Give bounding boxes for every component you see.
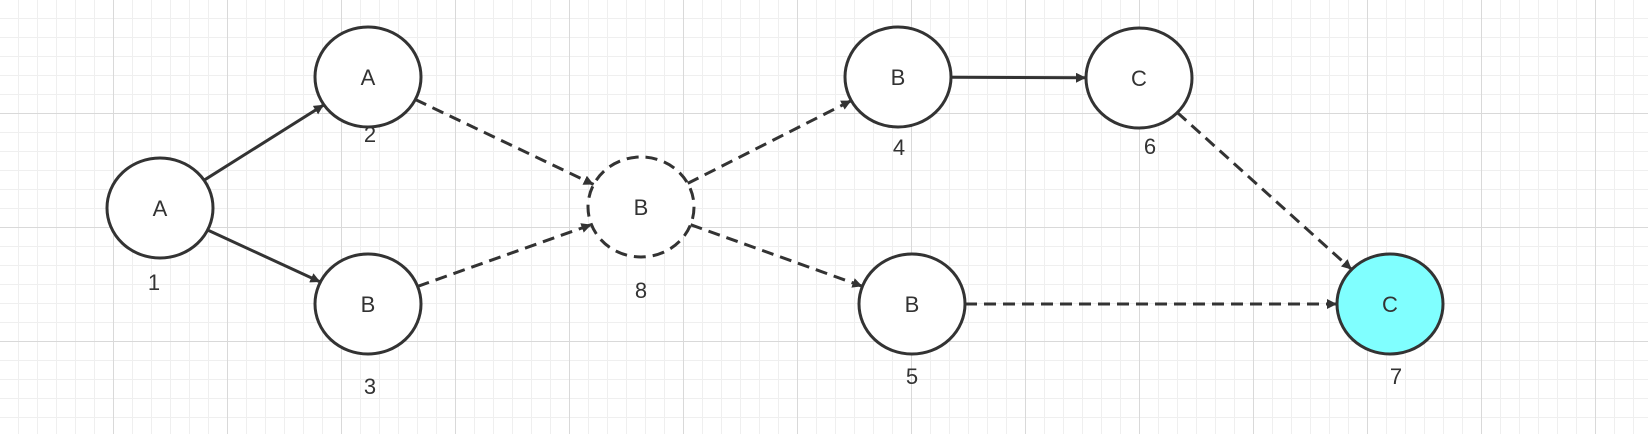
node-2-label: A xyxy=(361,65,376,90)
node-3-label: B xyxy=(361,292,376,317)
node-1: A1 xyxy=(105,156,215,295)
node-7-label: C xyxy=(1382,292,1398,317)
node-3-circle xyxy=(313,252,423,356)
node-8-number: 8 xyxy=(635,278,647,303)
node-7: C7 xyxy=(1335,252,1445,389)
node-1-number: 1 xyxy=(148,270,160,295)
node-2-circle xyxy=(313,25,423,129)
node-5: B5 xyxy=(857,252,967,389)
node-3-number: 3 xyxy=(364,374,376,399)
node-8-circle xyxy=(586,155,696,259)
node-8: B8 xyxy=(586,155,696,303)
node-2: A2 xyxy=(313,25,423,147)
node-6: C6 xyxy=(1084,26,1194,159)
node-2-number: 2 xyxy=(364,122,376,147)
node-7-number: 7 xyxy=(1390,364,1402,389)
edge-4-to-6 xyxy=(950,72,1087,83)
node-5-circle xyxy=(857,252,967,356)
node-6-label: C xyxy=(1131,66,1147,91)
edge-1-to-3 xyxy=(206,228,322,284)
edge-2-to-8 xyxy=(414,98,595,186)
edge-8-to-4 xyxy=(687,99,852,185)
node-6-circle xyxy=(1084,26,1194,130)
node-1-circle xyxy=(105,156,215,260)
node-7-circle xyxy=(1335,252,1445,356)
node-4-number: 4 xyxy=(893,135,905,160)
edge-3-to-8 xyxy=(417,223,592,288)
node-4-label: B xyxy=(891,65,906,90)
node-5-label: B xyxy=(905,292,920,317)
node-3: B3 xyxy=(313,252,423,399)
node-5-number: 5 xyxy=(906,364,918,389)
edge-1-to-2 xyxy=(203,103,325,182)
edge-8-to-5 xyxy=(690,223,863,288)
node-4: B4 xyxy=(843,25,953,160)
edge-6-to-7 xyxy=(1176,111,1353,271)
node-6-number: 6 xyxy=(1144,134,1156,159)
node-1-label: A xyxy=(153,196,168,221)
node-8-label: B xyxy=(634,195,649,220)
node-4-circle xyxy=(843,25,953,129)
